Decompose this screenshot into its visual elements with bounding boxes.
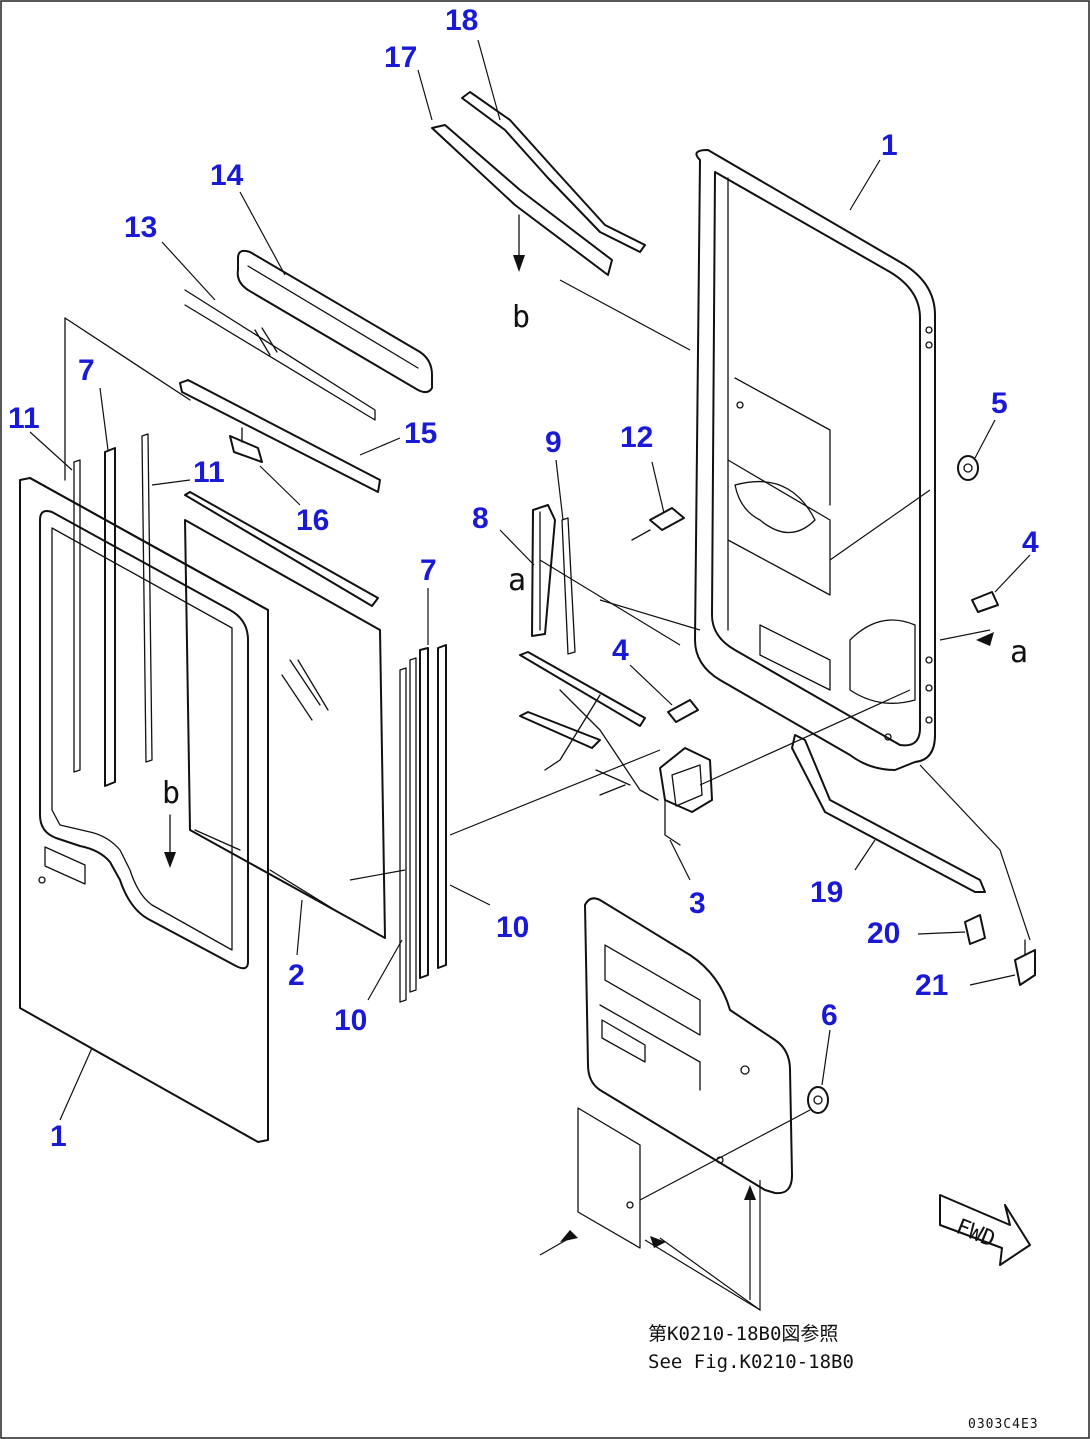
view-marker-a-right: a: [1010, 635, 1028, 670]
callout-12: 12: [620, 421, 653, 454]
callout-4-right: 4: [1022, 526, 1039, 559]
door-lock-3: [595, 747, 713, 846]
callout-7-right: 7: [420, 554, 437, 587]
arrow-a-bottom: [560, 1185, 756, 1248]
bolt-4-center: [667, 699, 699, 723]
view-marker-b-left: b: [162, 776, 180, 811]
window-regulator: [519, 651, 659, 801]
clip-20: [964, 914, 986, 945]
view-marker-b-top: b: [512, 300, 530, 335]
callout-4-center: 4: [612, 634, 629, 667]
bolt-21: [1014, 939, 1036, 986]
upper-seal-18: [461, 91, 646, 253]
callout-19: 19: [810, 876, 843, 909]
rail-15: [179, 379, 381, 493]
channel-7-right: [419, 644, 447, 979]
glass-edge-line-2: [64, 317, 191, 401]
channel-7-left: [104, 447, 116, 787]
callout-17: 17: [384, 41, 417, 74]
callout-21: 21: [915, 969, 948, 1002]
callout-10-right: 10: [496, 911, 529, 944]
callout-6: 6: [821, 999, 838, 1032]
reference-note-english: See Fig.K0210-18B0: [648, 1351, 854, 1373]
roller-16: [229, 427, 263, 463]
nut-5: [957, 455, 979, 481]
channel-10-right: [399, 657, 417, 1003]
view-marker-a-bottom: a: [508, 563, 526, 598]
callout-11-left: 11: [8, 402, 40, 435]
door-frame-right: [694, 149, 936, 771]
nut-6: [807, 1086, 829, 1114]
reference-note-japanese: 第K0210-18B0図参照: [648, 1323, 838, 1345]
bolt-4-right: [971, 591, 999, 613]
callout-10-left: 10: [334, 1004, 367, 1037]
arrow-b-top: [513, 214, 525, 272]
callout-5: 5: [991, 387, 1008, 420]
sliding-glass-2: [184, 491, 386, 939]
channel-9: [561, 517, 576, 655]
channel-8: [531, 504, 556, 637]
fwd-label: FWD: [952, 1215, 998, 1253]
callout-14: 14: [210, 159, 244, 192]
arrow-a-right: [976, 632, 994, 646]
arrow-b-left: [164, 814, 176, 868]
callout-9: 9: [545, 426, 562, 459]
fwd-symbol: FWD: [939, 1194, 1031, 1266]
callout-20: 20: [867, 917, 900, 950]
strip-19: [791, 734, 986, 893]
callout-16: 16: [296, 504, 329, 537]
callout-18: 18: [445, 4, 478, 37]
drawing-code: 0303C4E3: [968, 1417, 1039, 1432]
leader-lines: [29, 39, 1031, 1312]
callout-7-left: 7: [78, 354, 95, 387]
glass-13: [184, 289, 376, 421]
seal-14: [236, 249, 433, 394]
channel-11-left: [73, 433, 153, 773]
callout-3: 3: [689, 887, 706, 920]
callout-13: 13: [124, 211, 157, 244]
callout-1-frame: 1: [881, 129, 898, 162]
callout-2: 2: [288, 959, 305, 992]
clip-12: [631, 507, 685, 541]
callout-15: 15: [404, 417, 437, 450]
upper-rail-17: [431, 124, 613, 276]
callout-11-center: 11: [193, 456, 225, 489]
inner-trim-panel: [577, 897, 793, 1249]
callout-8: 8: [472, 502, 489, 535]
callout-1-panel: 1: [50, 1120, 67, 1153]
